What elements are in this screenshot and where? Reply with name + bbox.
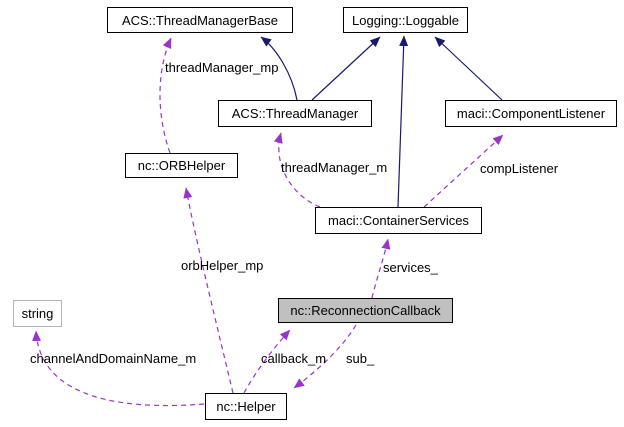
edge-label-sub: sub_ xyxy=(346,351,375,366)
node-nc-orbhelper[interactable]: nc::ORBHelper xyxy=(125,153,238,178)
node-acs-threadmanager[interactable]: ACS::ThreadManager xyxy=(218,100,372,127)
edge-componentlistener-to-loggable xyxy=(434,36,503,101)
node-logging-loggable[interactable]: Logging::Loggable xyxy=(343,7,468,33)
edge-label-threadmanager-m: threadManager_m xyxy=(281,160,388,175)
edge-callback-m xyxy=(243,329,291,394)
edge-threadmanager-to-threadmanagerbase xyxy=(260,36,298,101)
edge-label-orbhelper-mp: orbHelper_mp xyxy=(181,258,264,273)
edge-label-callback-m: callback_m xyxy=(261,351,327,366)
edge-channelanddomainname-m xyxy=(32,330,205,407)
node-nc-helper[interactable]: nc::Helper xyxy=(205,393,287,420)
edge-label-services: services_ xyxy=(383,260,438,275)
node-string: string xyxy=(13,300,62,327)
node-maci-containerservices[interactable]: maci::ContainerServices xyxy=(315,207,482,234)
edge-containerservices-to-loggable xyxy=(397,35,409,208)
node-maci-componentlistener[interactable]: maci::ComponentListener xyxy=(445,100,617,127)
edge-label-channelanddomainname-m: channelAndDomainName_m xyxy=(30,351,197,366)
edge-orbhelper-mp xyxy=(183,187,234,394)
edge-services xyxy=(371,238,391,299)
edge-threadmanager-to-loggable xyxy=(311,36,381,101)
edge-threadmanager-m xyxy=(273,132,321,208)
edge-sub xyxy=(293,324,357,389)
node-nc-reconnectioncallback: nc::ReconnectionCallback xyxy=(278,298,453,323)
edge-label-complistener: compListener xyxy=(480,161,559,176)
node-acs-threadmanagerbase[interactable]: ACS::ThreadManagerBase xyxy=(107,7,293,33)
edge-label-threadmanager-mp: threadManager_mp xyxy=(165,60,279,75)
edge-threadmanager-mp xyxy=(159,37,172,154)
